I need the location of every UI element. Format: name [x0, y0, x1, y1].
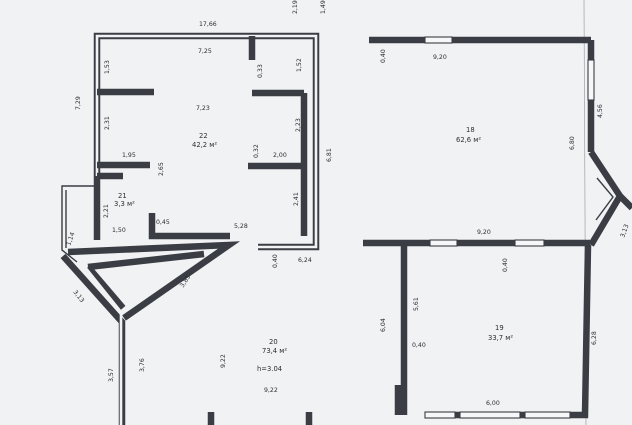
dim-6-24: 6,24	[298, 257, 312, 264]
dim-0-45: 0,45	[156, 219, 170, 226]
window-top-right	[424, 36, 453, 44]
dim-0-40-right: 0,40	[502, 258, 509, 272]
left-block-walls	[93, 32, 320, 251]
dim-6-04: 6,04	[380, 318, 387, 332]
room-22-number: 22	[199, 132, 208, 140]
dim-0-40-mid: 0,40	[272, 254, 279, 268]
dim-9-20-top: 9,20	[433, 54, 447, 61]
window-mid-1	[429, 239, 458, 247]
dim-2-19: 2,19	[292, 0, 299, 14]
dim-1-95: 1,95	[122, 152, 136, 159]
dim-0-40-low: 0,40	[412, 342, 426, 349]
dim-2-41: 2,41	[293, 192, 300, 206]
window-mid-2	[514, 239, 545, 247]
right-bay-low	[617, 193, 632, 211]
room-20-area: 73,4 м²	[262, 347, 287, 355]
dim-0-32: 0,32	[253, 144, 260, 158]
triangle-top	[67, 241, 241, 321]
window-bottom-3	[524, 411, 571, 419]
triangle-wing	[60, 241, 241, 425]
dim-1-52: 1,52	[296, 58, 303, 72]
room-18-number: 18	[466, 126, 475, 134]
dim-3-13: 3,13	[71, 289, 85, 304]
dim-right-low: 6,28	[591, 331, 598, 345]
window-right-1	[587, 59, 595, 101]
dim-9-22-a: 9,22	[220, 354, 227, 368]
dim-right-top: 4,56	[597, 104, 604, 118]
room-19-area: 33,7 м²	[488, 334, 513, 342]
dim-17-66: 17,66	[199, 21, 217, 28]
window-bottom-2	[459, 411, 521, 419]
dim-7-23: 7,23	[196, 105, 210, 112]
dim-9-22-b: 9,22	[264, 387, 278, 394]
dim-6-80: 6,80	[569, 136, 576, 150]
triangle-inner-line	[78, 260, 123, 425]
room-labels: 22 42,2 м² 21 3,3 м² 18 62,6 м² 20 73,4 …	[114, 126, 513, 373]
dim-1-49: 1,49	[320, 0, 327, 14]
dim-7-25: 7,25	[198, 48, 212, 55]
dim-6-00: 6,00	[486, 400, 500, 407]
triangle-inner-a	[87, 250, 205, 271]
window-bottom-1	[424, 411, 456, 419]
dim-right-mid: 3,13	[619, 223, 630, 238]
dim-2-00: 2,00	[273, 152, 287, 159]
right-bay-inner	[595, 177, 614, 221]
dim-5-61: 5,61	[413, 297, 420, 311]
room-20-height: h=3.04	[257, 365, 282, 373]
room-19-number: 19	[495, 324, 504, 332]
dim-3-57: 3,57	[108, 368, 115, 382]
dim-3-76: 3,76	[139, 358, 146, 372]
windows	[424, 36, 595, 419]
left-block-outer-wall-inner	[95, 34, 318, 249]
triangle-inner-b	[85, 264, 126, 311]
bay-outline	[61, 185, 97, 263]
dim-5-28: 5,28	[234, 223, 248, 230]
room-20-number: 20	[269, 338, 278, 346]
dim-2-21: 2,21	[103, 204, 110, 218]
dim-0-33: 0,33	[257, 64, 264, 78]
dim-1-14: 1,14	[65, 231, 76, 246]
room-22-area: 42,2 м²	[192, 141, 217, 149]
dim-6-81: 6,81	[326, 148, 333, 162]
left-bay	[61, 185, 97, 263]
room-18-area: 62,6 м²	[456, 136, 481, 144]
dim-2-31: 2,31	[104, 116, 111, 130]
room-21-number: 21	[118, 192, 127, 200]
dim-2-23: 2,23	[295, 118, 302, 132]
right-bay-outer	[588, 150, 624, 247]
wall-room21-right	[148, 213, 230, 240]
dim-0-40-top: 0,40	[380, 49, 387, 63]
triangle-outer	[60, 253, 126, 425]
right-bay	[588, 150, 632, 247]
dimension-labels: 17,66 2,19 1,49 7,25 1,53 0,33 1,52 7,29…	[65, 0, 630, 407]
dim-7-29: 7,29	[75, 96, 82, 110]
dim-9-20-mid: 9,20	[477, 229, 491, 236]
right-block-walls	[363, 36, 595, 419]
dim-2-65: 2,65	[158, 162, 165, 176]
room-21-area: 3,3 м²	[114, 200, 135, 208]
dim-1-50: 1,50	[112, 227, 126, 234]
dim-1-53: 1,53	[104, 60, 111, 74]
